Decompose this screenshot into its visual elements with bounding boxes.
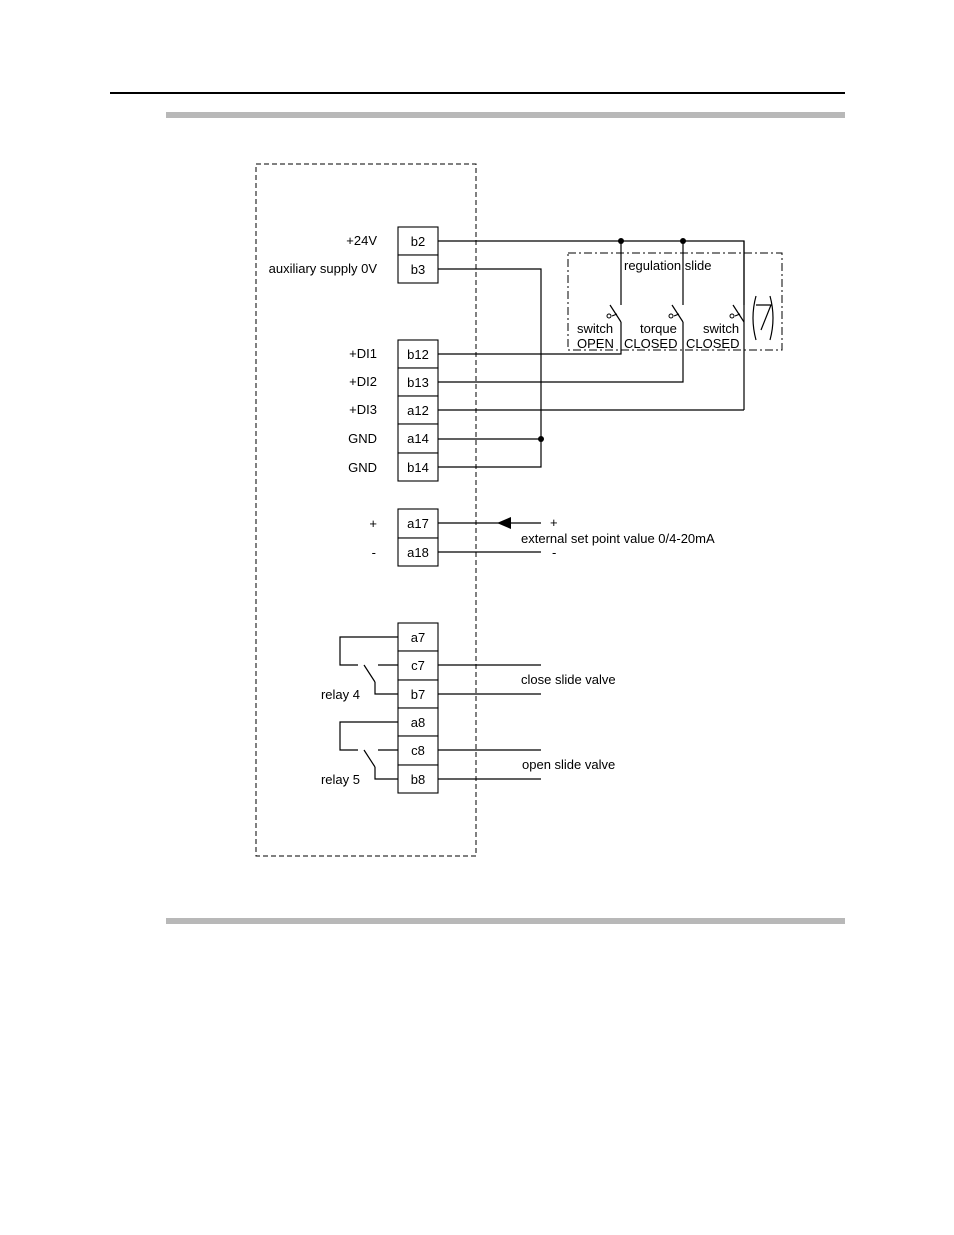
label-relay-5: relay 5 [321, 772, 360, 787]
sw1-top-label: switch [577, 321, 613, 336]
terminal-b13: b13 [398, 368, 438, 396]
label-di3: +DI3 [349, 402, 377, 417]
label-relay-4: relay 4 [321, 687, 360, 702]
terminal-c7: c7 [398, 651, 438, 680]
sw2-top-label: torque [640, 321, 677, 336]
svg-text:a14: a14 [407, 431, 429, 446]
terminal-b8: b8 [398, 765, 438, 793]
svg-text:b3: b3 [411, 262, 425, 277]
svg-text:a12: a12 [407, 403, 429, 418]
terminal-b7: b7 [398, 680, 438, 708]
svg-text:a17: a17 [407, 516, 429, 531]
terminal-a8: a8 [398, 708, 438, 736]
terminal-b3: b3 [398, 255, 438, 283]
terminal-a7: a7 [398, 623, 438, 651]
open-valve-label: open slide valve [522, 757, 615, 772]
label-24v: +24V [346, 233, 377, 248]
label-di1: +DI1 [349, 346, 377, 361]
terminal-a14: a14 [398, 424, 438, 453]
regulation-slide-label: regulation slide [624, 258, 711, 273]
setpoint-arrow [497, 517, 511, 529]
svg-text:a7: a7 [411, 630, 425, 645]
setpoint-label: external set point value 0/4-20mA [521, 531, 715, 546]
junction-dot [538, 436, 544, 442]
label-gnd-1: GND [348, 431, 377, 446]
junction-dot [680, 238, 686, 244]
terminal-b14: b14 [398, 453, 438, 481]
label-minus: - [372, 545, 376, 560]
terminal-b2: b2 [398, 227, 438, 255]
sw1-bottom-label: OPEN [577, 336, 614, 351]
switch-torque-symbol [669, 305, 683, 322]
svg-text:b8: b8 [411, 772, 425, 787]
terminal-a17: a17 [398, 509, 438, 538]
sw3-bottom-label: CLOSED [686, 336, 739, 351]
sw2-bottom-label: CLOSED [624, 336, 677, 351]
switch-closed-symbol [730, 305, 744, 322]
svg-text:b2: b2 [411, 234, 425, 249]
label-aux-supply: auxiliary supply 0V [269, 261, 378, 276]
svg-text:b12: b12 [407, 347, 429, 362]
svg-text:b7: b7 [411, 687, 425, 702]
thermal-sensor-symbol [753, 296, 773, 340]
wire-aux-0v [438, 269, 541, 467]
switch-open-symbol [607, 305, 621, 322]
terminal-a18: a18 [398, 538, 438, 566]
svg-text:a18: a18 [407, 545, 429, 560]
svg-text:c7: c7 [411, 658, 425, 673]
relay-5-contact [340, 722, 398, 779]
label-gnd-2: GND [348, 460, 377, 475]
terminal-b12: b12 [398, 340, 438, 368]
top-grey-bar [166, 112, 845, 118]
terminal-a12: a12 [398, 396, 438, 424]
svg-text:c8: c8 [411, 743, 425, 758]
svg-text:b14: b14 [407, 460, 429, 475]
bottom-grey-bar [166, 918, 845, 924]
label-plus: + [369, 516, 377, 531]
relay-4-contact [340, 637, 398, 694]
sw3-top-label: switch [703, 321, 739, 336]
setpoint-plus-label: + [550, 515, 558, 530]
close-valve-label: close slide valve [521, 672, 616, 687]
terminal-c8: c8 [398, 736, 438, 765]
svg-text:b13: b13 [407, 375, 429, 390]
label-di2: +DI2 [349, 374, 377, 389]
svg-text:a8: a8 [411, 715, 425, 730]
junction-dot [618, 238, 624, 244]
setpoint-minus-label: - [552, 545, 556, 560]
